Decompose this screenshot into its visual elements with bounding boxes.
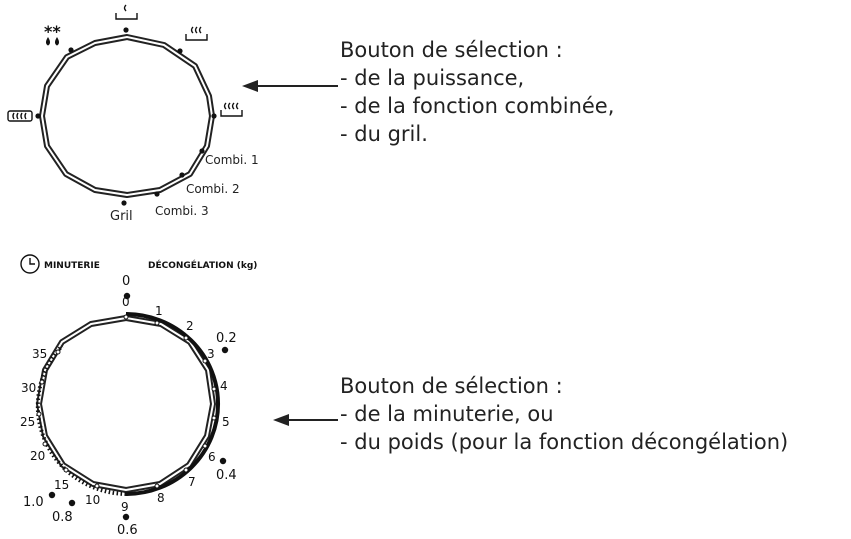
dot-grill	[121, 200, 127, 206]
arrow-bottom	[273, 414, 338, 426]
callout-top: Bouton de sélection : - de la puissance,…	[340, 36, 614, 148]
minute-0: 0	[122, 295, 130, 309]
arrow-top	[242, 80, 338, 92]
dot-combi2	[179, 172, 185, 178]
weight-dot-0.2	[221, 346, 229, 354]
dot-low	[123, 27, 129, 33]
minute-10: 10	[85, 493, 100, 507]
dot-warm	[35, 113, 41, 119]
minute-5: 5	[222, 415, 230, 429]
weight-0.8: 0.8	[52, 510, 73, 525]
weight-0.4: 0.4	[216, 468, 237, 483]
keep-warm-icon	[7, 110, 33, 122]
callout-top-title: Bouton de sélection :	[340, 38, 563, 62]
timer-ticks	[36, 314, 217, 489]
medium-power-icon	[185, 26, 208, 41]
label-grill: Gril	[110, 209, 133, 224]
minute-1: 1	[155, 304, 163, 318]
defrost-header: DÉCONGÉLATION (kg)	[148, 259, 257, 271]
weight-dot-0.8	[68, 499, 76, 507]
callout-bottom-item: - de la minuterie, ou	[340, 402, 554, 426]
bottom-dial: 0 1 2 3 4 5 6 7 8 9 10 15 20 25 30 35 0 …	[20, 274, 237, 538]
minute-4: 4	[220, 379, 228, 393]
weight-0: 0	[122, 274, 130, 289]
defrost-stars: **	[44, 22, 61, 41]
weight-dot-0.6	[122, 513, 130, 521]
high-power-icon	[220, 102, 243, 117]
dot-high	[211, 113, 217, 119]
minute-20: 20	[30, 449, 45, 463]
minute-3: 3	[207, 347, 215, 361]
callout-bottom-item: - du poids (pour la fonction décongélati…	[340, 430, 789, 454]
callout-top-item: - de la puissance,	[340, 66, 525, 90]
long-timer-arc	[35, 344, 127, 496]
minute-7: 7	[188, 475, 196, 489]
callout-top-item: - du gril.	[340, 122, 428, 146]
weight-0.2: 0.2	[216, 331, 237, 346]
weight-1.0: 1.0	[23, 495, 44, 510]
defrost-icon: **	[44, 22, 61, 46]
dot-defrost	[68, 47, 74, 53]
low-power-icon	[115, 4, 138, 20]
label-combi1: Combi. 1	[205, 153, 259, 167]
minute-2: 2	[186, 319, 194, 333]
label-combi3: Combi. 3	[155, 204, 209, 218]
callout-bottom: Bouton de sélection : - de la minuterie,…	[340, 372, 788, 456]
minute-9: 9	[121, 500, 129, 514]
minute-25: 25	[20, 415, 35, 429]
callout-bottom-title: Bouton de sélection :	[340, 374, 563, 398]
dot-medium	[177, 48, 183, 54]
label-combi2: Combi. 2	[186, 182, 240, 196]
minute-35: 35	[32, 347, 47, 361]
top-dial: ** Combi. 1 Combi. 2 Combi. 3 Gril	[7, 4, 259, 224]
clock-icon	[20, 254, 40, 274]
bottom-dial-outline	[36, 315, 216, 493]
minute-6: 6	[208, 450, 216, 464]
minute-8: 8	[157, 491, 165, 505]
dot-combi3	[154, 191, 160, 197]
minute-30: 30	[21, 381, 36, 395]
timer-header: MINUTERIE	[44, 261, 100, 271]
weight-0.6: 0.6	[117, 523, 138, 538]
weight-dot-0.4	[219, 457, 227, 465]
weight-dot-1.0	[48, 491, 56, 499]
callout-top-item: - de la fonction combinée,	[340, 94, 615, 118]
dot-combi1	[199, 148, 205, 154]
minute-15: 15	[54, 478, 69, 492]
weight-dot-0	[123, 292, 131, 300]
timer-arc	[125, 312, 220, 496]
